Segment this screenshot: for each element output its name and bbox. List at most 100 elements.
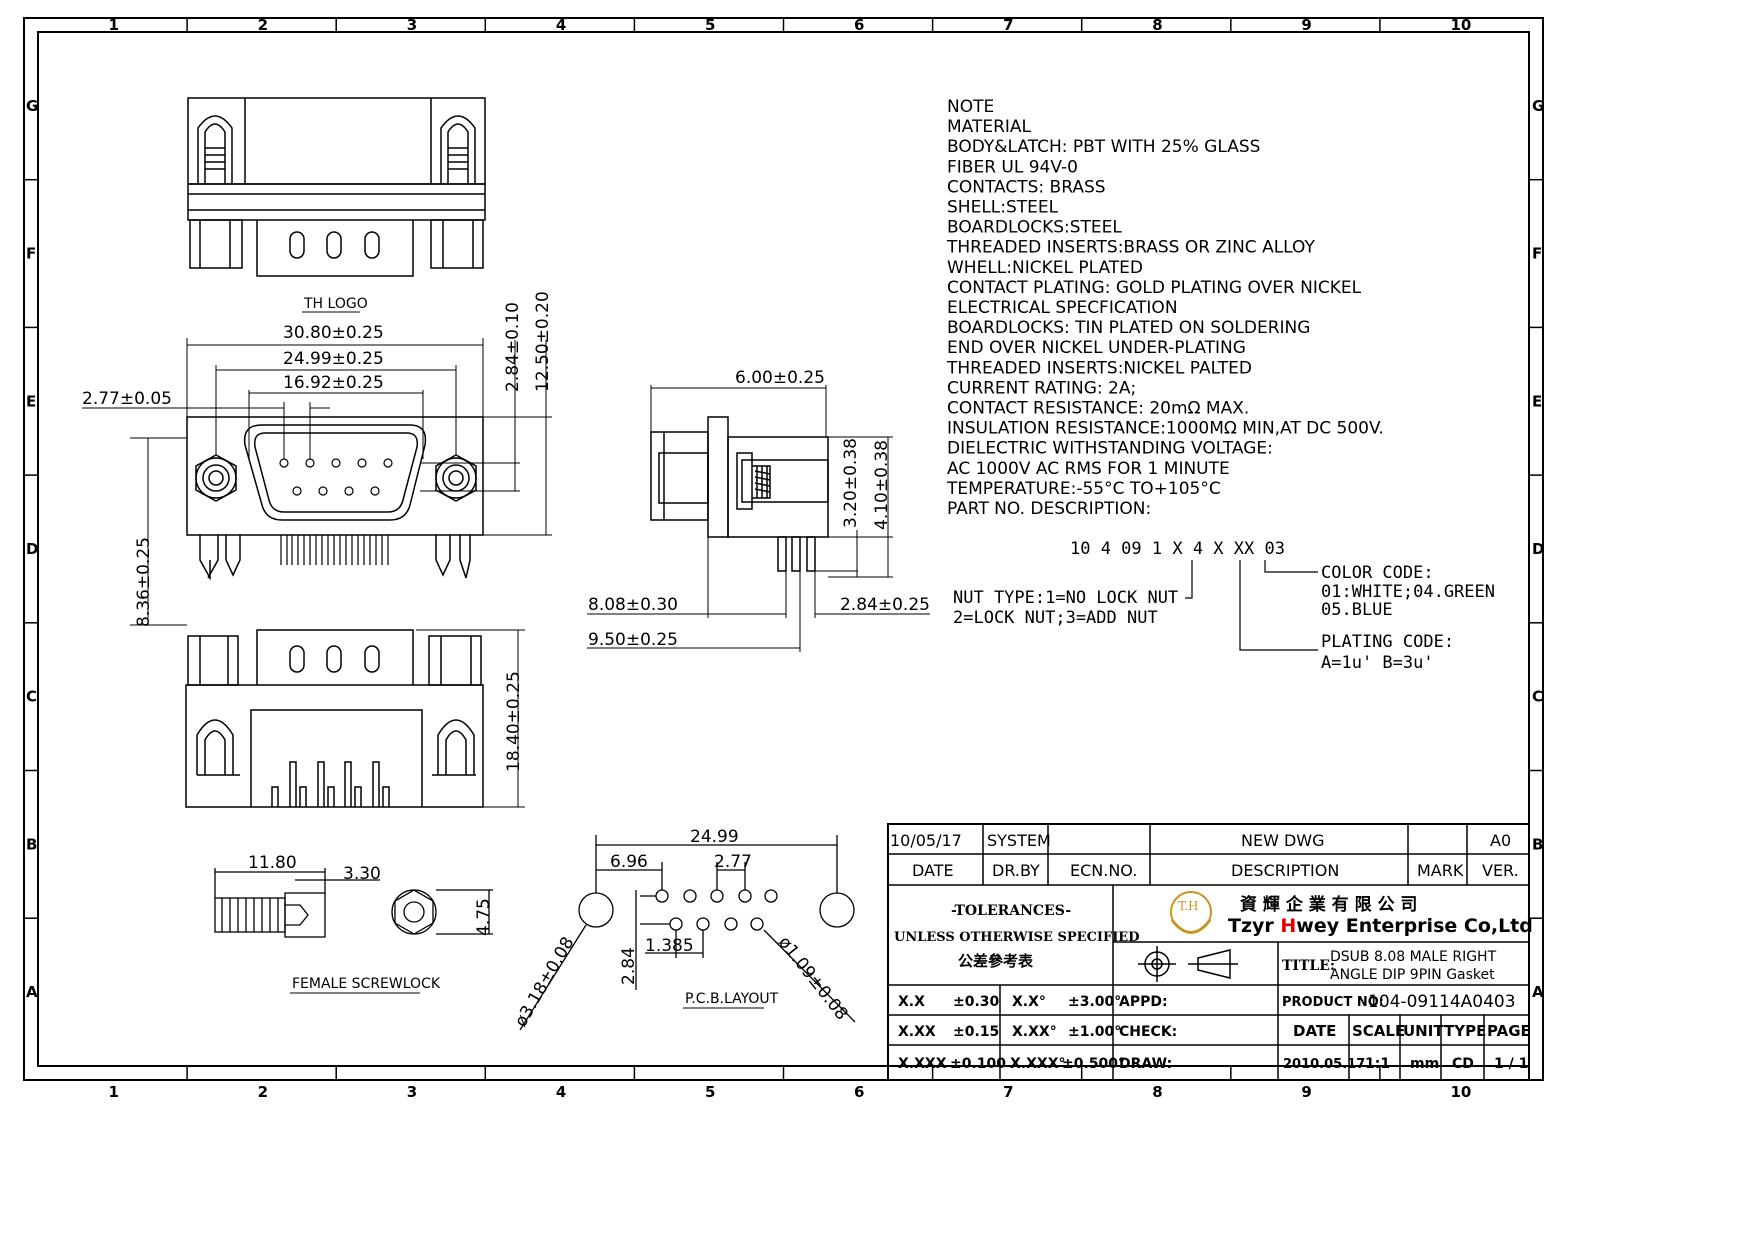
tolerances-cn: 公差參考表 — [958, 952, 1034, 970]
dim-3-20: 3.20±0.38 — [841, 438, 861, 528]
title-block-text: 10/05/17 SYSTEM NEW DWG A0 DATE DR.BY EC… — [890, 831, 1533, 1072]
color-code-line2: 01:WHITE;04.GREEN — [1321, 582, 1495, 602]
dim-3-30: 3.30 — [343, 864, 381, 884]
pcb-layout-title: P.C.B.LAYOUT — [685, 991, 779, 1007]
col-label-bottom: 1 — [109, 1083, 119, 1101]
drawn-label: DRAW: — [1119, 1056, 1172, 1072]
tol-xxx-value: ±0.15 — [953, 1024, 999, 1040]
row-label-left: B — [26, 835, 37, 853]
row-label-right: G — [1532, 97, 1544, 115]
col-label-top: 7 — [1003, 16, 1013, 34]
footer-scale-header: SCALE — [1352, 1022, 1405, 1040]
top-view — [187, 97, 486, 277]
color-code-line1: COLOR CODE: — [1321, 563, 1434, 583]
row-label-right: D — [1532, 540, 1544, 558]
side-dimension-lines — [587, 385, 930, 652]
note-line: MATERIAL — [947, 117, 1032, 137]
pcb-dim-1-385: 1.385 — [645, 936, 694, 956]
note-line: CONTACTS: BRASS — [947, 177, 1106, 197]
footer-type-header: TYPE — [1444, 1022, 1486, 1040]
dim-9-50: 9.50±0.25 — [588, 630, 678, 650]
note-line: NOTE — [947, 97, 994, 117]
col-label-bottom: 5 — [705, 1083, 715, 1101]
footer-date-value: 2010.05.17 — [1283, 1057, 1365, 1072]
front-dimension-lines — [82, 338, 552, 626]
col-label-top: 4 — [556, 16, 566, 34]
tol-xx: X.X — [898, 994, 925, 1010]
front-view — [186, 416, 484, 581]
note-line: THREADED INSERTS:NICKEL PALTED — [946, 358, 1252, 378]
row-label-left: A — [26, 983, 38, 1001]
note-line: WHELL:NICKEL PLATED — [947, 258, 1143, 278]
note-line: CONTACT RESISTANCE: 20mΩ MAX. — [947, 399, 1249, 419]
header-version: VER. — [1482, 861, 1519, 880]
footer-page-value: 1 / 1 — [1494, 1056, 1528, 1072]
tol-xxx-angle-value: ±1.00° — [1068, 1024, 1121, 1040]
projection-symbol — [1138, 946, 1238, 982]
nut-type-line1: NUT TYPE:1=NO LOCK NUT — [953, 588, 1178, 608]
col-label-bottom: 4 — [556, 1083, 566, 1101]
tol-xxxx-angle-value: ±0.500° — [1062, 1056, 1125, 1072]
company-name-cn: 資 輝 企 業 有 限 公 司 — [1240, 894, 1417, 915]
company-name-en: Tzyr Hwey Enterprise Co,Ltd — [1228, 915, 1533, 937]
tol-xxxx: X.XXX — [898, 1056, 947, 1072]
dim-4-10: 4.10±0.38 — [872, 440, 892, 530]
col-label-top: 8 — [1152, 16, 1162, 34]
footer-unit-value: mm — [1410, 1056, 1439, 1072]
row-label-left: C — [26, 688, 37, 706]
th-logo-text: TH LOGO — [303, 296, 368, 312]
dim-24-99: 24.99±0.25 — [283, 349, 384, 369]
row-label-left: D — [26, 540, 38, 558]
note-line: TEMPERATURE:-55°C TO+105°C — [946, 479, 1221, 499]
tol-xxxx-angle: X.XXX° — [1010, 1056, 1066, 1072]
footer-type-value: CD — [1452, 1056, 1474, 1072]
title-block — [887, 823, 1530, 1081]
dim-2-84-v: 2.84±0.10 — [503, 302, 523, 392]
rev-date: 10/05/17 — [890, 831, 962, 850]
note-line: ELECTRICAL SPECFICATION — [947, 298, 1178, 318]
dim-30-80: 30.80±0.25 — [283, 323, 384, 343]
col-label-top: 10 — [1450, 16, 1471, 34]
footer-page-header: PAGE — [1487, 1022, 1531, 1040]
dim-8-08: 8.08±0.30 — [588, 595, 678, 615]
part-number-breakdown: 10 4 09 1 X 4 X XX 03 NUT TYPE:1=NO LOCK… — [953, 539, 1495, 673]
side-dimension-text: 6.00±0.25 3.20±0.38 4.10±0.38 8.08±0.30 … — [588, 368, 930, 650]
tol-xxxx-value: ±0.100 — [950, 1056, 1006, 1072]
note-line: CONTACT PLATING: GOLD PLATING OVER NICKE… — [947, 278, 1362, 298]
product-number: 104-09114A0403 — [1368, 992, 1516, 1012]
note-line: BOARDLOCKS: TIN PLATED ON SOLDERING — [947, 318, 1310, 338]
note-line: BODY&LATCH: PBT WITH 25% GLASS — [947, 137, 1260, 157]
pcb-dim-24-99: 24.99 — [690, 827, 739, 847]
col-label-bottom: 3 — [407, 1083, 417, 1101]
dim-16-92: 16.92±0.25 — [283, 373, 384, 393]
header-mark: MARK — [1417, 861, 1464, 880]
color-code-line3: 05.BLUE — [1321, 600, 1393, 620]
checked-label: CHECK: — [1119, 1024, 1177, 1040]
company-name-en-part1: Tzyr — [1228, 915, 1280, 937]
note-line: INSULATION RESISTANCE:1000MΩ MIN,AT DC 5… — [947, 419, 1384, 439]
row-label-right: C — [1532, 688, 1543, 706]
footer-date-header: DATE — [1293, 1022, 1336, 1040]
footer-scale-value: 1:1 — [1365, 1056, 1390, 1072]
note-line: BOARDLOCKS:STEEL — [947, 218, 1122, 238]
dim-18-40: 18.40±0.25 — [504, 671, 524, 772]
row-label-right: A — [1532, 983, 1544, 1001]
company-name-en-part3: wey Enterprise Co,Ltd — [1296, 915, 1533, 937]
col-label-top: 2 — [258, 16, 268, 34]
rev-version: A0 — [1490, 831, 1511, 850]
header-description: DESCRIPTION — [1231, 861, 1339, 880]
tol-xx-value: ±0.30 — [953, 994, 1000, 1010]
dim-12-50: 12.50±0.20 — [533, 291, 553, 392]
dim-2-77: 2.77±0.05 — [82, 389, 172, 409]
company-name-en-part2: H — [1280, 915, 1296, 937]
note-line: DIELECTRIC WITHSTANDING VOLTAGE: — [947, 439, 1273, 459]
col-label-top: 6 — [854, 16, 864, 34]
bottom-dimension: 18.40±0.25 — [416, 629, 525, 808]
row-label-right: E — [1532, 392, 1542, 410]
tol-xxx-angle: X.XX° — [1012, 1024, 1057, 1040]
pcb-dim-2-84: 2.84 — [619, 947, 639, 985]
plating-code-line2: A=1u' B=3u' — [1321, 653, 1434, 673]
